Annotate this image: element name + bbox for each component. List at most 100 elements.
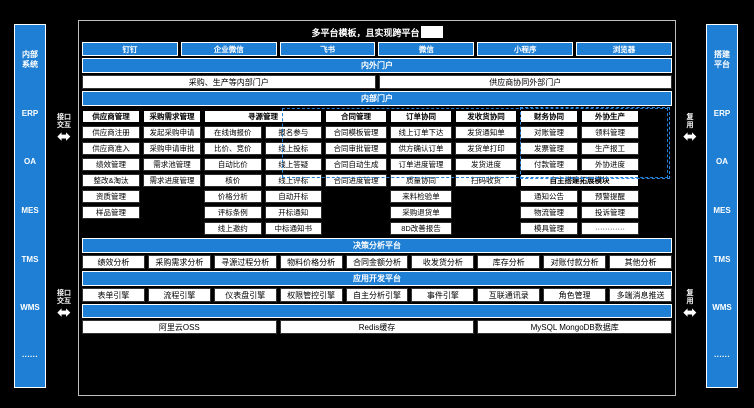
left-sidebar-item-mes: MES: [21, 205, 39, 215]
module-item[interactable]: 绩效管理: [82, 158, 140, 171]
appdev-item[interactable]: 表单引擎: [82, 288, 145, 302]
decision-item[interactable]: 采购需求分析: [147, 255, 211, 269]
module-item[interactable]: 领料管理: [581, 126, 639, 139]
module-column-order: 订单协同 线上订单下达 供方确认订单 订单进度管理 质量协同 来料检验单 采购退…: [390, 110, 452, 235]
module-header[interactable]: 订单协同: [390, 110, 452, 123]
module-item[interactable]: 线上邀约: [204, 222, 262, 235]
module-item[interactable]: 整改&淘汰: [82, 174, 140, 187]
module-item[interactable]: 样品管理: [82, 206, 140, 219]
expand-item[interactable]: 物流管理: [520, 206, 578, 219]
module-item[interactable]: 在线询报价: [204, 126, 262, 139]
module-item[interactable]: 对账管理: [520, 126, 578, 139]
appdev-item[interactable]: 事件引擎: [411, 288, 475, 302]
module-item[interactable]: 线上投标: [264, 142, 322, 155]
channel-browser[interactable]: 浏览器: [576, 42, 672, 56]
expand-item[interactable]: 预警提醒: [581, 190, 639, 203]
module-item[interactable]: 供方确认订单: [390, 142, 452, 155]
infra-item-database[interactable]: MySQL MongoDB数据库: [477, 320, 673, 334]
module-header[interactable]: 财务协同: [520, 110, 578, 123]
module-item[interactable]: 线上订单下达: [390, 126, 452, 139]
module-item[interactable]: 中标通知书: [264, 222, 322, 235]
module-item[interactable]: 订单进度管理: [390, 158, 452, 171]
channel-dingtalk[interactable]: 钉钉: [82, 42, 178, 56]
module-item[interactable]: 合同进度管理: [325, 174, 387, 187]
decision-item[interactable]: 对账付款分析: [543, 255, 607, 269]
module-header[interactable]: 寻源管理: [204, 110, 322, 123]
module-item[interactable]: 供应商准入: [82, 142, 140, 155]
channel-wechat-work[interactable]: 企业微信: [180, 42, 277, 56]
module-item[interactable]: 8D改善报告: [390, 222, 452, 235]
module-item[interactable]: 比价、竞价: [204, 142, 262, 155]
expand-item[interactable]: 投诉管理: [581, 206, 639, 219]
module-item[interactable]: 报名参与: [264, 126, 322, 139]
appdev-item[interactable]: 权限管控引擎: [279, 288, 343, 302]
expand-item[interactable]: ············: [581, 222, 639, 235]
channel-feishu[interactable]: 飞书: [279, 42, 376, 56]
infra-item-row: 阿里云OSS Redis缓存 MySQL MongoDB数据库: [82, 320, 673, 334]
module-item[interactable]: 线上答疑: [264, 158, 322, 171]
module-header[interactable]: 供应商管理: [82, 110, 140, 123]
appdev-item[interactable]: 仪表盘引擎: [213, 288, 277, 302]
expand-item[interactable]: 模具管理: [520, 222, 578, 235]
module-item[interactable]: 合同模板管理: [325, 126, 387, 139]
decision-item[interactable]: 寻源过程分析: [213, 255, 277, 269]
decision-item[interactable]: 收发货分析: [411, 255, 475, 269]
appdev-item[interactable]: 自主分析引擎: [345, 288, 409, 302]
expand-item[interactable]: 通知公告: [520, 190, 578, 203]
module-item[interactable]: 核价: [204, 174, 262, 187]
appdev-item[interactable]: 流程引擎: [147, 288, 211, 302]
module-item[interactable]: 价格分析: [204, 190, 262, 203]
double-arrow-icon: ⬌: [682, 127, 698, 147]
left-sidebar-item-tms: TMS: [21, 254, 39, 264]
decision-item[interactable]: 合同金额分析: [345, 255, 409, 269]
channel-wechat[interactable]: 微信: [378, 42, 475, 56]
module-item[interactable]: 发起采购申请: [143, 126, 201, 139]
channel-miniprogram[interactable]: 小程序: [477, 42, 574, 56]
module-header[interactable]: 发收货协同: [455, 110, 517, 123]
module-item[interactable]: 发票管理: [520, 142, 578, 155]
expand-module-header[interactable]: 自主搭建拓展模块: [520, 174, 639, 187]
portal-row: 采购、生产等内部门户 供应商协同外部门户: [82, 75, 672, 89]
appdev-item[interactable]: 互联通讯录: [477, 288, 541, 302]
right-sidebar-item-more: ······: [714, 351, 730, 361]
module-header[interactable]: 合同管理: [325, 110, 387, 123]
portal-internal[interactable]: 采购、生产等内部门户: [82, 75, 376, 89]
module-item[interactable]: 来料检验单: [390, 190, 452, 203]
module-item[interactable]: 发货通知单: [455, 126, 517, 139]
module-item[interactable]: 供应商注册: [82, 126, 140, 139]
module-item[interactable]: 线上评标: [264, 174, 322, 187]
module-item[interactable]: 质量协同: [390, 174, 452, 187]
module-item[interactable]: 自动开标: [264, 190, 322, 203]
portal-external[interactable]: 供应商协同外部门户: [378, 75, 672, 89]
left-sidebar-item-erp: ERP: [21, 108, 39, 118]
module-item[interactable]: 外协进度: [581, 158, 639, 171]
decision-item[interactable]: 物料价格分析: [279, 255, 343, 269]
module-item[interactable]: 生产报工: [581, 142, 639, 155]
module-item[interactable]: 自动比价: [204, 158, 262, 171]
module-item[interactable]: 合同审批管理: [325, 142, 387, 155]
module-item[interactable]: 需求进度管理: [143, 174, 201, 187]
module-item[interactable]: 付款管理: [520, 158, 578, 171]
infra-item-redis[interactable]: Redis缓存: [279, 320, 475, 334]
module-item[interactable]: 评标条例: [204, 206, 262, 219]
right-sidebar-item-oa: OA: [716, 157, 728, 167]
module-item[interactable]: 需求池管理: [143, 158, 201, 171]
module-item[interactable]: 发货单打印: [455, 142, 517, 155]
right-sidebar-item-wms: WMS: [712, 303, 732, 313]
module-item[interactable]: 扫码收货: [455, 174, 517, 187]
module-item[interactable]: 采购申请审批: [143, 142, 201, 155]
decision-item[interactable]: 其他分析: [609, 255, 673, 269]
module-item[interactable]: 资质管理: [82, 190, 140, 203]
appdev-item[interactable]: 角色管理: [543, 288, 607, 302]
appdev-item[interactable]: 多端消息推送: [609, 288, 673, 302]
module-header[interactable]: 外协生产: [581, 110, 639, 123]
module-item[interactable]: 发货进度: [455, 158, 517, 171]
decision-item[interactable]: 绩效分析: [82, 255, 145, 269]
decision-item[interactable]: 库存分析: [477, 255, 541, 269]
module-header[interactable]: 采购需求管理: [143, 110, 201, 123]
module-item[interactable]: 开标通知: [264, 206, 322, 219]
module-column-finance-outsourcing: 财务协同 对账管理 发票管理 付款管理 外协生产 领料管理 生产报工 外协进度 …: [520, 110, 639, 235]
infra-item-oss[interactable]: 阿里云OSS: [82, 320, 277, 334]
module-item[interactable]: 采购退货单: [390, 206, 452, 219]
module-item[interactable]: 合同自动生成: [325, 158, 387, 171]
